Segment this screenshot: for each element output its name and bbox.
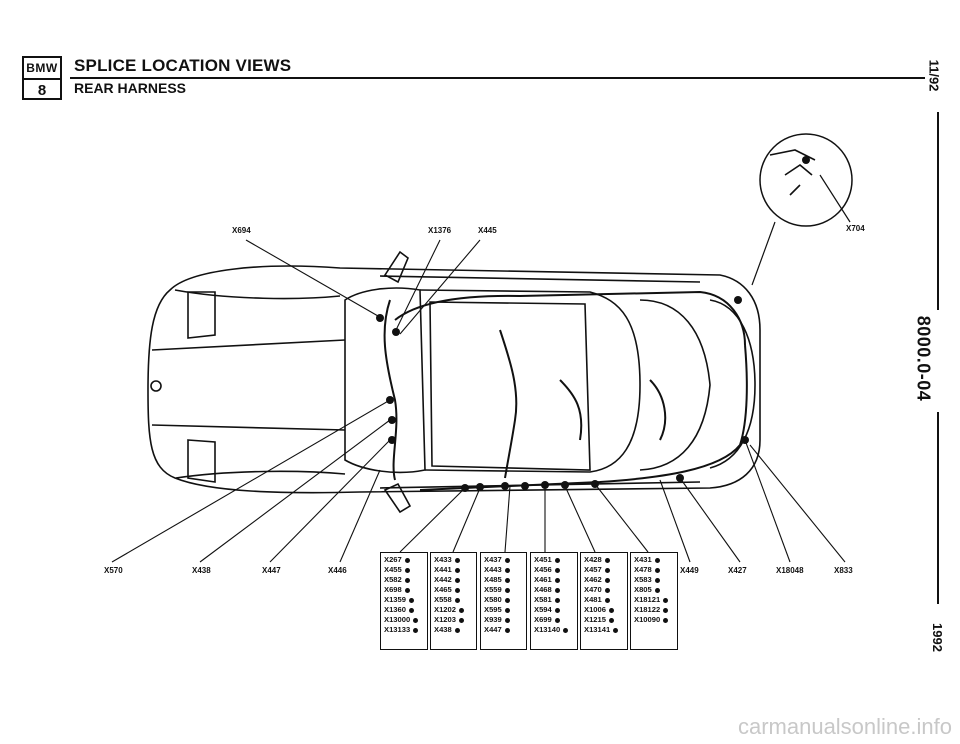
splice-box-3: X437 X443 X485 X559 X580 X595 X939 X447 (480, 552, 527, 650)
splice-item: X699 (534, 615, 574, 625)
splice-item: X1215 (584, 615, 624, 625)
callout-top-3: X445 (478, 226, 497, 235)
splice-item: X468 (534, 585, 574, 595)
splice-item: X18122 (634, 605, 674, 615)
splice-box-2: X433 X441 X442 X465 X558 X1202 X1203 X43… (430, 552, 477, 650)
bmw-8-logo: BMW 8 (22, 56, 62, 100)
margin-line-2 (937, 412, 939, 604)
splice-item: X558 (434, 595, 473, 605)
splice-item: X594 (534, 605, 574, 615)
splice-item: X13133 (384, 625, 424, 635)
splice-item: X442 (434, 575, 473, 585)
splice-item: X13140 (534, 625, 574, 635)
callout-top-2: X1376 (428, 226, 452, 235)
splice-item: X457 (584, 565, 624, 575)
splice-item: X13000 (384, 615, 424, 625)
callout-bottom-5: X449 (680, 566, 699, 575)
splice-item: X939 (484, 615, 523, 625)
splice-item: X451 (534, 555, 574, 565)
splice-item: X559 (484, 585, 523, 595)
splice-item: X485 (484, 575, 523, 585)
splice-box-5: X428 X457 X462 X470 X481 X1006 X1215 X13… (580, 552, 628, 650)
callout-bottom-3: X447 (262, 566, 281, 575)
splice-item: X456 (534, 565, 574, 575)
callout-bottom-2: X438 (192, 566, 211, 575)
splice-item: X461 (534, 575, 574, 585)
splice-item: X478 (634, 565, 674, 575)
splice-item: X10090 (634, 615, 674, 625)
splice-item: X583 (634, 575, 674, 585)
splice-box-4: X451 X456 X461 X468 X581 X594 X699 X1314… (530, 552, 578, 650)
splice-item: X481 (584, 595, 624, 605)
page-header: BMW 8 SPLICE LOCATION VIEWS REAR HARNESS (22, 56, 925, 106)
splice-item: X1006 (584, 605, 624, 615)
splice-item: X433 (434, 555, 473, 565)
margin-line-1 (937, 112, 939, 310)
callout-bottom-6: X427 (728, 566, 747, 575)
splice-box-6: X431 X478 X583 X805 X18121 X18122 X10090 (630, 552, 678, 650)
splice-item: X18121 (634, 595, 674, 605)
splice-item: X437 (484, 555, 523, 565)
splice-item: X455 (384, 565, 424, 575)
callout-bottom-4: X446 (328, 566, 347, 575)
splice-item: X805 (634, 585, 674, 595)
callout-bottom-1: X570 (104, 566, 123, 575)
splice-item: X431 (634, 555, 674, 565)
logo-bottom-text: 8 (37, 81, 47, 99)
splice-item: X428 (584, 555, 624, 565)
splice-item: X13141 (584, 625, 624, 635)
splice-item: X1202 (434, 605, 473, 615)
splice-item: X447 (484, 625, 523, 635)
logo-top-text: BMW (24, 58, 60, 80)
splice-item: X443 (484, 565, 523, 575)
callout-top-4: X704 (846, 224, 865, 233)
splice-item: X267 (384, 555, 424, 565)
splice-item: X470 (584, 585, 624, 595)
splice-item: X1360 (384, 605, 424, 615)
splice-item: X462 (584, 575, 624, 585)
splice-item: X580 (484, 595, 523, 605)
splice-item: X582 (384, 575, 424, 585)
splice-item: X698 (384, 585, 424, 595)
splice-item: X1359 (384, 595, 424, 605)
splice-item: X595 (484, 605, 523, 615)
page-title: SPLICE LOCATION VIEWS (74, 56, 292, 75)
splice-item: X1203 (434, 615, 473, 625)
callout-bottom-7: X18048 (776, 566, 804, 575)
page-subtitle: REAR HARNESS (74, 80, 187, 96)
splice-item: X438 (434, 625, 473, 635)
splice-box-1: X267 X455 X582 X698 X1359 X1360 X13000 X… (380, 552, 428, 650)
header-rule (70, 77, 925, 79)
callout-top-1: X694 (232, 226, 251, 235)
splice-item: X465 (434, 585, 473, 595)
callout-bottom-8: X833 (834, 566, 853, 575)
splice-item: X441 (434, 565, 473, 575)
watermark: carmanualsonline.info (737, 714, 952, 739)
splice-item: X581 (534, 595, 574, 605)
